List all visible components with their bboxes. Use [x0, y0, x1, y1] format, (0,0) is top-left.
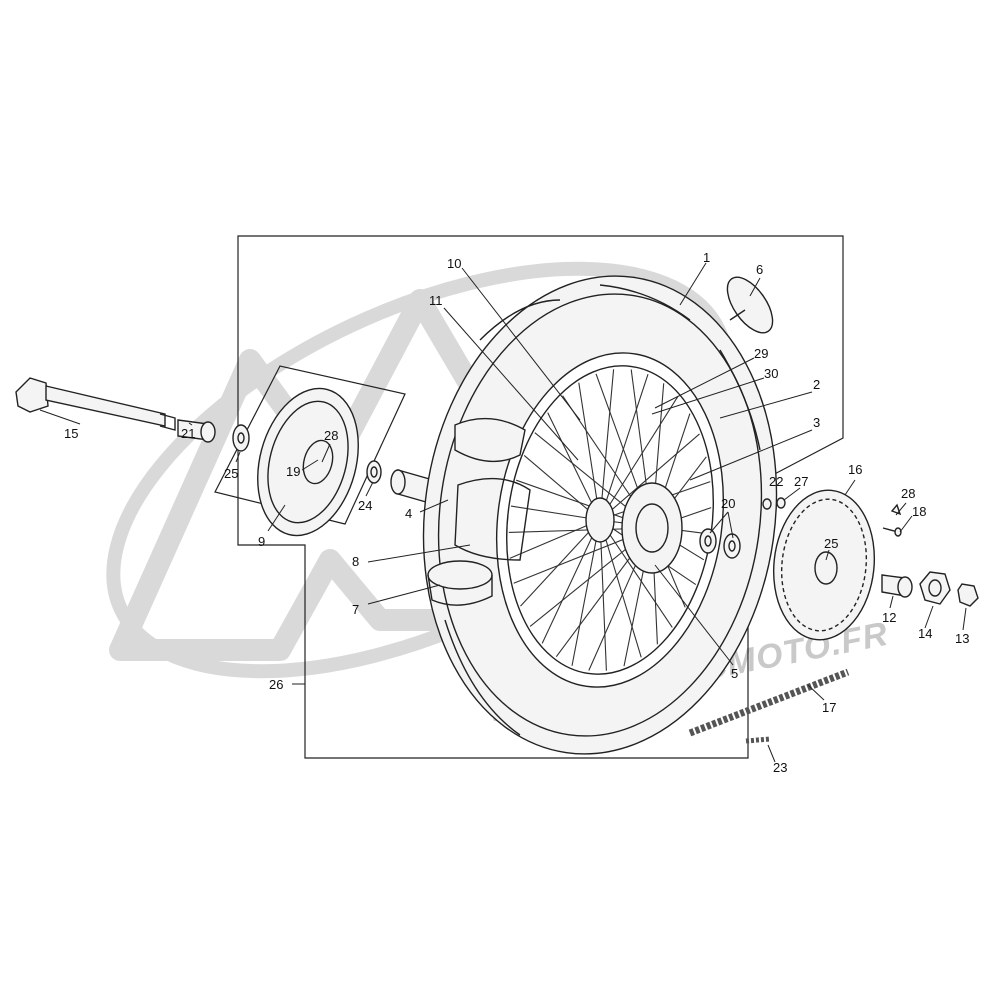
callout-15: 15 — [64, 426, 78, 441]
callout-26: 26 — [269, 677, 283, 692]
callout-28-left: 28 — [324, 428, 338, 443]
brake-disc — [257, 387, 359, 537]
small-fasteners — [762, 497, 786, 510]
spoke — [599, 519, 642, 658]
drive-chain — [688, 668, 850, 737]
callout-29: 29 — [754, 346, 768, 361]
callout-10: 10 — [447, 256, 461, 271]
callouts: 1 2 3 4 5 6 7 8 9 10 11 12 13 14 15 16 1… — [64, 250, 969, 775]
callout-25-left: 25 — [224, 466, 238, 481]
hub — [585, 482, 683, 574]
callout-27: 27 — [794, 474, 808, 489]
callout-18: 18 — [912, 504, 926, 519]
axle-nut-cap — [957, 583, 979, 607]
spoke — [599, 519, 673, 628]
spoke — [520, 519, 601, 607]
callout-2: 2 — [813, 377, 820, 392]
axle-spacer-right — [881, 574, 913, 598]
axle-nut — [919, 571, 951, 605]
callout-16: 16 — [848, 462, 862, 477]
callout-9: 9 — [258, 534, 265, 549]
rear-sprocket — [772, 489, 876, 641]
callout-28-right: 28 — [901, 486, 915, 501]
inner-tube — [454, 417, 531, 561]
callout-1: 1 — [703, 250, 710, 265]
spoke — [599, 519, 607, 671]
callout-23: 23 — [773, 760, 787, 775]
callout-20: 20 — [721, 496, 735, 511]
hub-bearings — [699, 528, 741, 559]
spoke — [541, 519, 601, 644]
rim-tape — [427, 560, 493, 606]
leader-lines — [39, 262, 967, 763]
callout-13: 13 — [955, 631, 969, 646]
callout-7: 7 — [352, 602, 359, 617]
callout-4: 4 — [405, 506, 412, 521]
nut-left — [232, 424, 250, 452]
callout-30: 30 — [764, 366, 778, 381]
callout-6: 6 — [756, 262, 763, 277]
callout-17: 17 — [822, 700, 836, 715]
spoke — [599, 433, 700, 521]
spoke — [599, 369, 615, 521]
rim-lock — [726, 276, 774, 334]
callout-5: 5 — [731, 666, 738, 681]
sprocket-bolt — [882, 503, 902, 537]
callout-14: 14 — [918, 626, 932, 641]
spoke — [571, 519, 601, 666]
seal — [366, 460, 382, 484]
spoke — [599, 396, 679, 521]
spoke — [509, 519, 601, 559]
chain-master-link — [745, 736, 771, 744]
spoke — [578, 382, 601, 521]
callout-22: 22 — [769, 474, 783, 489]
callout-24: 24 — [358, 498, 372, 513]
callout-8: 8 — [352, 554, 359, 569]
spoke — [599, 374, 649, 521]
callout-25-sprocket: 25 — [824, 536, 838, 551]
callout-11: 11 — [429, 293, 443, 308]
axle-spacer-left — [177, 419, 216, 443]
spoke — [510, 505, 601, 521]
axle — [15, 377, 176, 431]
callout-19: 19 — [286, 464, 300, 479]
callout-3: 3 — [813, 415, 820, 430]
callout-12: 12 — [882, 610, 896, 625]
wheel-assembly-frame — [237, 235, 844, 759]
callout-21: 21 — [181, 426, 195, 441]
